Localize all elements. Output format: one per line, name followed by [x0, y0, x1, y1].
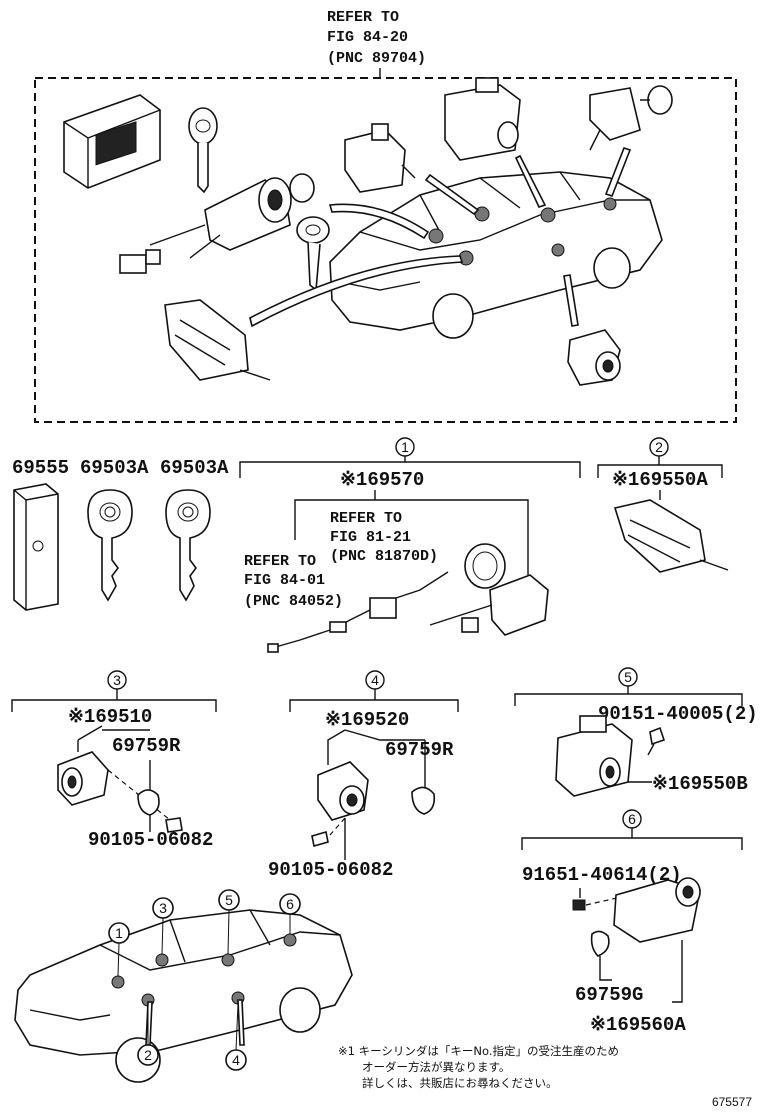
group-6-part-number: ※169560A: [590, 1014, 686, 1036]
key-1-icon: [87, 489, 133, 602]
group-3-screw-number: 90105-06082: [88, 829, 213, 851]
car-callout-4: 4: [232, 1052, 240, 1068]
group-5-bolt-icon: [649, 726, 666, 746]
overview-latch: [164, 299, 271, 381]
overview-door-cylinder: [567, 329, 621, 386]
footnote-line2: オーダー方法が異なります。: [362, 1060, 510, 1074]
group-4-part-number: ※169520: [325, 709, 409, 731]
group-3-part-number: ※169510: [68, 706, 152, 728]
footnote-line1: ※1 キーシリンダは「キーNo.指定」の受注生産のため: [338, 1044, 619, 1058]
footnote-line3: 詳しくは、共販店にお尋ねください。: [362, 1076, 558, 1090]
group-4-spring-icon: [411, 786, 436, 815]
group-4: 4 ※169520 69759R 90105-06082: [268, 670, 459, 881]
overview-door-actuator: [344, 123, 416, 193]
group-6-nut-number: 91651-40614(2): [522, 864, 682, 886]
group-2-part-number: ※169550A: [612, 469, 708, 491]
group-2-latch-icon: [613, 499, 706, 573]
group-4-spring-number: 69759R: [385, 739, 454, 761]
group-1-refer-b-line3: (PNC 81870D): [330, 548, 438, 565]
group-2-number: 2: [655, 439, 663, 455]
group-4-screw-number: 90105-06082: [268, 859, 393, 881]
overview-car: [329, 171, 663, 339]
overview-glovebox-lock: [444, 77, 521, 161]
overview-trunk-lock: [589, 85, 673, 151]
group-1-connector-icon: [369, 597, 397, 619]
group-1-refer-b-line1: REFER TO: [330, 510, 402, 527]
group-5-number: 5: [624, 669, 632, 685]
overview-key-1: [188, 107, 218, 194]
group-5-bolt-number: 90151-40005(2): [598, 703, 758, 725]
group-6-number: 6: [628, 811, 636, 827]
group-1-refer-a-line3: (PNC 84052): [244, 593, 343, 610]
group-2: 2 ※169550A: [597, 437, 729, 573]
group-3: 3 ※169510 69759R 90105-06082: [11, 670, 217, 851]
group-3-spring-icon: [137, 789, 160, 816]
group-1-number: 1: [401, 439, 409, 455]
car-callout-1: 1: [115, 925, 123, 941]
overview-leader-arrows: [249, 147, 632, 328]
group-6-spring-number: 69759G: [575, 984, 643, 1006]
top-reference-line3: (PNC 89704): [327, 50, 426, 67]
part-number-69503a-1: 69503A: [80, 457, 149, 479]
group-3-screw-icon: [165, 817, 183, 833]
group-4-screw-icon: [311, 830, 329, 848]
footnote: ※1 キーシリンダは「キーNo.指定」の受注生産のため オーダー方法が異なります…: [338, 1044, 619, 1090]
top-reference: REFER TO FIG 84-20 (PNC 89704): [327, 9, 426, 78]
group-1: 1 ※169570 REFER TO FIG 81-21 (PNC 81870D…: [239, 437, 581, 653]
overview-transponder-module: [63, 94, 161, 189]
car-callout-6: 6: [286, 896, 294, 912]
bottom-car-callouts: 1 2 3 4 5 6: [108, 889, 301, 1071]
group-3-number: 3: [113, 672, 121, 688]
group-1-part-number: ※169570: [340, 469, 424, 491]
car-callout-3: 3: [159, 900, 167, 916]
group-5-part-number: ※169550B: [652, 773, 748, 795]
key-2-icon: [165, 489, 211, 602]
overview-ignition-cylinder: [119, 173, 315, 274]
figure-number: 675577: [712, 1095, 752, 1109]
bottom-car: [14, 909, 353, 1083]
group-1-cylinder-icon: [489, 574, 549, 636]
group-6-nut-icon: [572, 899, 586, 911]
group-1-refer-a-line1: REFER TO: [244, 553, 316, 570]
group-5-lock-icon: [555, 723, 633, 797]
key-card-icon: [13, 483, 59, 611]
top-reference-line2: FIG 84-20: [327, 29, 408, 46]
group-1-ring-icon: [464, 543, 506, 589]
part-number-69555: 69555: [12, 457, 69, 479]
group-4-number: 4: [371, 672, 379, 688]
group-3-spring-number: 69759R: [112, 735, 181, 757]
overview-key-2: [296, 216, 330, 292]
overview-dashed-frame: [34, 77, 737, 423]
group-1-refer-a-line2: FIG 84-01: [244, 572, 325, 589]
part-number-69503a-2: 69503A: [160, 457, 229, 479]
group-5: 5 90151-40005(2) ※169550B: [514, 667, 758, 797]
top-reference-line1: REFER TO: [327, 9, 399, 26]
group-6: 6 91651-40614(2) 69759G ※169560A: [521, 809, 743, 1036]
car-callout-5: 5: [225, 892, 233, 908]
group-1-refer-b-line2: FIG 81-21: [330, 529, 411, 546]
group-6-spring-icon: [590, 930, 610, 957]
car-callout-2: 2: [144, 1047, 152, 1063]
